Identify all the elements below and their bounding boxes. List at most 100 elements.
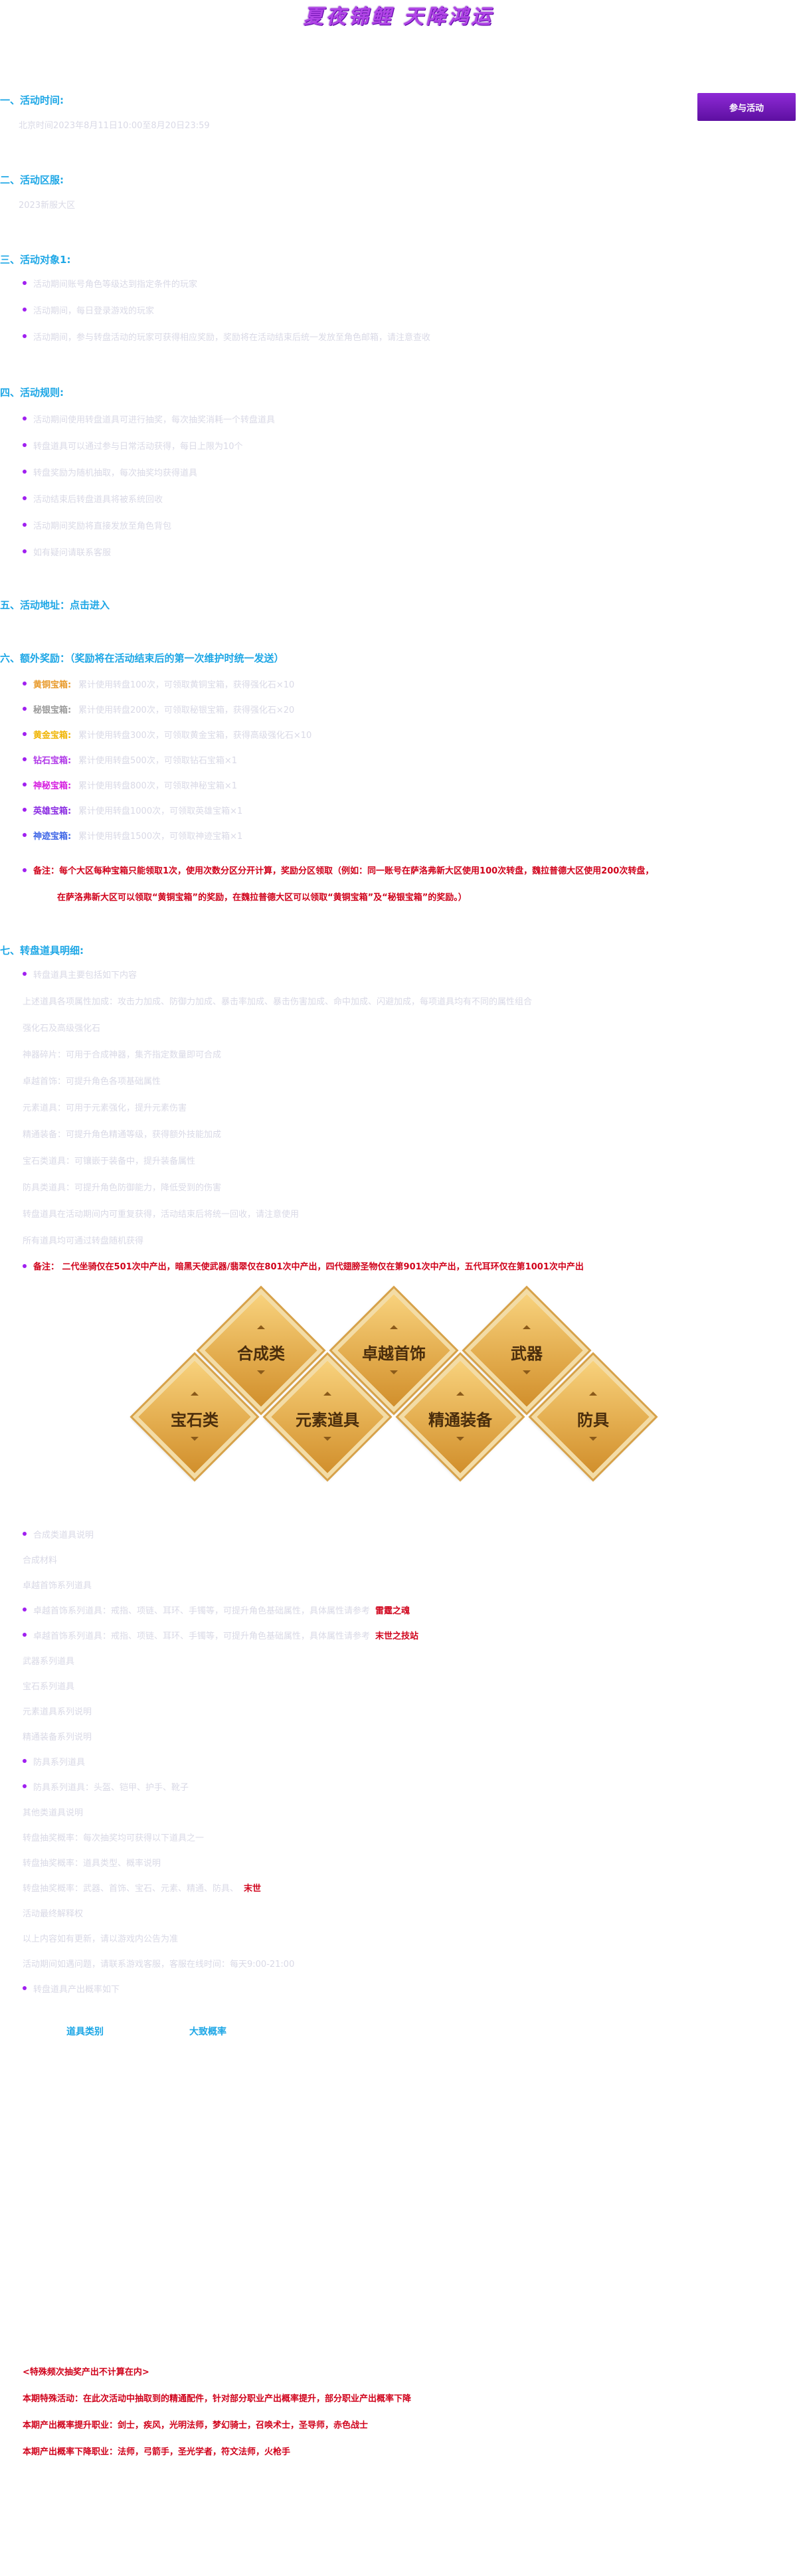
rule-item: 转盘奖励为随机抽取，每次抽奖均获得道具 — [33, 468, 198, 478]
bullet — [23, 682, 27, 686]
section-target-title: 三、活动对象1: — [0, 254, 71, 266]
list-row: 转盘抽奖概率：每次抽奖均可获得以下道具之一 — [23, 1831, 204, 1843]
bottom-line-3: 本期产出概率提升职业：剑士，疾风，光明法师，梦幻骑士，召唤术士，圣导师，赤色战士 — [23, 2421, 369, 2431]
category-label: 卓越首饰 — [362, 1344, 426, 1363]
bottom-line-4: 本期产出概率下降职业：法师，弓箭手，圣光学者，符文法师，火枪手 — [23, 2447, 291, 2457]
chevron-down-icon — [523, 1370, 531, 1374]
chevron-down-icon — [589, 1437, 597, 1441]
bullet — [23, 443, 27, 447]
chevron-down-icon — [191, 1437, 199, 1441]
list-row: 合成材料 — [23, 1553, 57, 1566]
detail-line: 神器碎片：可用于合成神器，集齐指定数量即可合成 — [23, 1050, 222, 1060]
extra-note-line2: 在萨洛弗新大区可以领取“黄铜宝箱”的奖励，在魏拉普德大区可以领取“黄铜宝箱”及“… — [57, 893, 467, 903]
chevron-up-icon — [589, 1392, 597, 1396]
list-row: 卓越首饰系列道具：戒指、项链、耳环、手镯等，可提升角色基础属性，具体属性请参考雷… — [33, 1604, 410, 1616]
list-row: 武器系列道具 — [23, 1654, 74, 1667]
bullet — [23, 1784, 27, 1788]
section-detail-title: 七、转盘道具明细: — [0, 945, 84, 957]
detail-line: 元素道具：可用于元素强化，提升元素伤害 — [23, 1103, 187, 1113]
list-row-text: 武器系列道具 — [23, 1657, 75, 1667]
detail-line: 宝石类道具：可镶嵌于装备中，提升装备属性 — [23, 1156, 196, 1166]
list-row: 活动期间如遇问题，请联系游戏客服，客服在线时间：每天9:00-21:00 — [23, 1957, 294, 1970]
list-row-text: 转盘道具产出概率如下 — [33, 1985, 120, 1995]
category-label: 宝石类 — [171, 1411, 219, 1429]
section-address-link[interactable]: 五、活动地址：点击进入 — [0, 599, 110, 611]
bullet — [23, 1986, 27, 1990]
section-extra-title: 六、额外奖励：（奖励将在活动结束后的第一次维护时统一发送） — [0, 652, 284, 664]
chevron-up-icon — [323, 1392, 331, 1396]
section-rules-title: 四、活动规则: — [0, 387, 64, 399]
bullet — [23, 808, 27, 812]
chevron-down-icon — [390, 1370, 398, 1374]
list-row: 以上内容如有更新，请以游戏内公告为准 — [23, 1932, 178, 1944]
category-label: 防具 — [577, 1411, 609, 1429]
bullet — [23, 416, 27, 420]
list-row-text: 活动最终解释权 — [23, 1909, 84, 1919]
bullet — [23, 1633, 27, 1637]
bullet — [23, 1759, 27, 1763]
reward-text: 累计使用转盘500次，可领取钻石宝箱×1 — [78, 756, 237, 766]
chevron-up-icon — [523, 1325, 531, 1329]
list-row: 宝石系列道具 — [23, 1679, 74, 1692]
list-row: 转盘抽奖概率：道具类型、概率说明 — [23, 1856, 161, 1869]
list-row-text: 元素道具系列说明 — [23, 1707, 92, 1717]
reward-text: 累计使用转盘1000次，可领取英雄宝箱×1 — [78, 806, 243, 816]
bullet — [23, 496, 27, 500]
list-row-text: 合成材料 — [23, 1556, 58, 1566]
category-label: 合成类 — [237, 1344, 285, 1363]
detail-line: 所有道具均可通过转盘随机获得 — [23, 1236, 144, 1246]
list-row-text: 防具系列道具 — [33, 1758, 86, 1768]
detail-bullet-text: 转盘道具主要包括如下内容 — [33, 970, 137, 980]
list-row: 防具系列道具：头盔、铠甲、护手、靴子 — [33, 1780, 189, 1793]
reward-text: 累计使用转盘200次，可领取秘银宝箱，获得强化石×20 — [78, 705, 295, 715]
list-row-highlight: 末世 — [244, 1884, 262, 1894]
join-activity-button[interactable]: 参与活动 — [697, 93, 796, 121]
section-server-title: 二、活动区服: — [0, 174, 64, 186]
target-item: 活动期间，参与转盘活动的玩家可获得相应奖励，奖励将在活动结束后统一发放至角色邮箱… — [33, 333, 431, 343]
reward-label: 英雄宝箱: — [33, 806, 72, 816]
list-row-text: 卓越首饰系列道具：戒指、项链、耳环、手镯等，可提升角色基础属性，具体属性请参考 — [33, 1606, 371, 1616]
rule-item: 转盘道具可以通过参与日常活动获得，每日上限为10个 — [33, 442, 243, 452]
reward-text: 累计使用转盘1500次，可领取神迹宝箱×1 — [78, 832, 243, 842]
bullet — [23, 757, 27, 761]
list-row-text: 卓越首饰系列道具：戒指、项链、耳环、手镯等，可提升角色基础属性，具体属性请参考 — [33, 1631, 371, 1641]
list-row: 卓越首饰系列道具 — [23, 1578, 92, 1591]
target-item: 活动期间，每日登录游戏的玩家 — [33, 306, 155, 316]
bullet — [23, 334, 27, 338]
reward-label: 黄铜宝箱: — [33, 680, 72, 690]
rule-item: 如有疑问请联系客服 — [33, 548, 112, 558]
bullet — [23, 549, 27, 553]
detail-line: 防具类道具：可提升角色防御能力，降低受到的伤害 — [23, 1183, 222, 1193]
list-row-text: 卓越首饰系列道具 — [23, 1581, 92, 1591]
detail-line: 强化石及高级强化石 — [23, 1024, 101, 1034]
list-row-text: 合成类道具说明 — [33, 1530, 94, 1540]
category-label: 元素道具 — [296, 1411, 359, 1429]
category-label: 武器 — [511, 1344, 543, 1363]
detail-line: 上述道具各项属性加成：攻击力加成、防御力加成、暴击率加成、暴击伤害加成、命中加成… — [23, 997, 533, 1007]
banner-title: 夏夜锦鲤 天降鸿运 — [303, 5, 494, 29]
detail-note: 备注： 二代坐骑仅在501次中产出，暗黑天使武器/翡翠仅在801次中产出，四代翅… — [33, 1262, 584, 1272]
list-row-text: 活动期间如遇问题，请联系游戏客服，客服在线时间：每天9:00-21:00 — [23, 1960, 295, 1970]
reward-text: 累计使用转盘100次，可领取黄铜宝箱，获得强化石×10 — [78, 680, 295, 690]
list-row-text: 宝石系列道具 — [23, 1682, 75, 1692]
bullet — [23, 782, 27, 786]
list-row: 转盘道具产出概率如下 — [33, 1982, 120, 1995]
list-row: 转盘抽奖概率：武器、首饰、宝石、元素、精通、防具、末世 — [23, 1881, 261, 1894]
list-row-text: 转盘抽奖概率：武器、首饰、宝石、元素、精通、防具、 — [23, 1884, 239, 1894]
bullet — [23, 833, 27, 837]
reward-label: 神秘宝箱: — [33, 781, 72, 791]
bullet — [23, 732, 27, 736]
section-time-text: 北京时间2023年8月11日10:00至8月20日23:59 — [19, 121, 210, 131]
detail-line: 卓越首饰：可提升角色各项基础属性 — [23, 1077, 161, 1087]
bullet — [23, 1608, 27, 1611]
list-row-text: 其他类道具说明 — [23, 1808, 84, 1818]
bullet — [23, 972, 27, 976]
section-server-text: 2023新服大区 — [19, 201, 76, 211]
section-time-title: 一、活动时间: — [0, 94, 64, 106]
reward-text: 累计使用转盘800次，可领取神秘宝箱×1 — [78, 781, 237, 791]
reward-text: 累计使用转盘300次，可领取黄金宝箱，获得高级强化石×10 — [78, 731, 312, 741]
bullet — [23, 523, 27, 527]
detail-line: 精通装备：可提升角色精通等级，获得额外技能加成 — [23, 1130, 222, 1140]
chevron-up-icon — [390, 1325, 398, 1329]
bullet — [23, 281, 27, 285]
